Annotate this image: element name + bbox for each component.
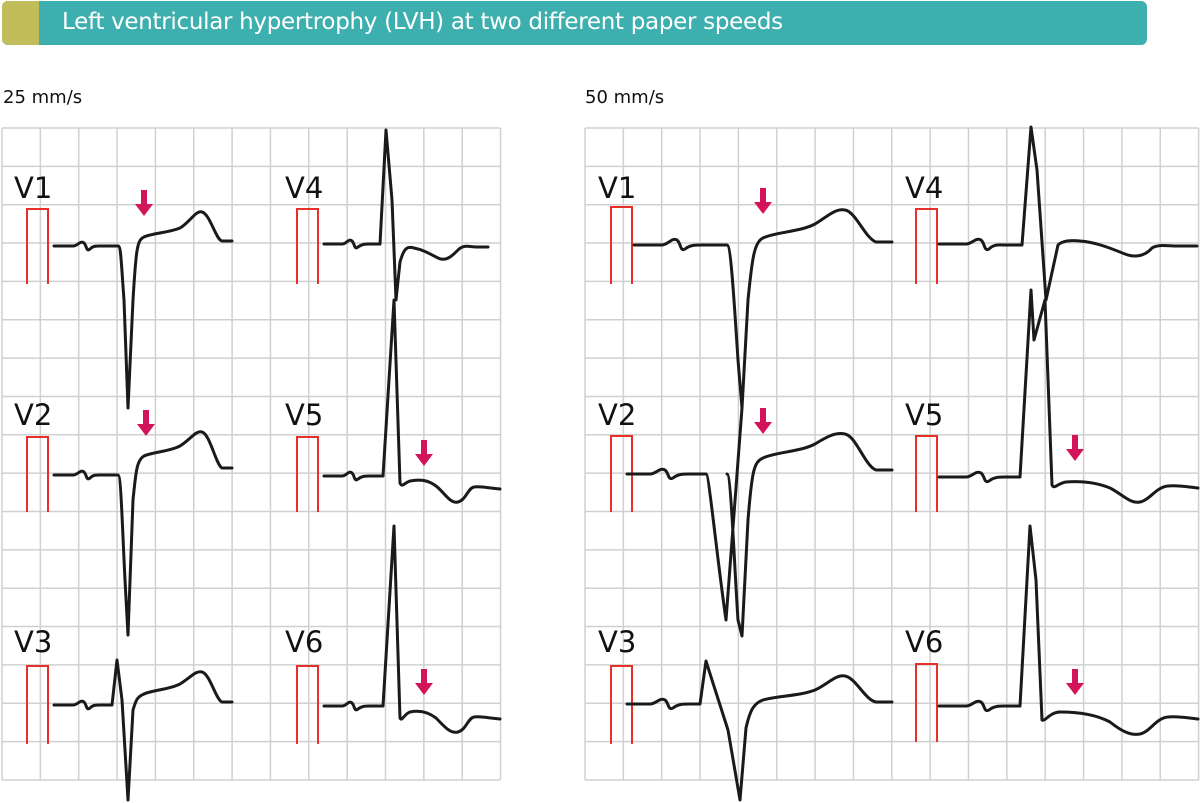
trace-v5 — [322, 298, 502, 504]
ecg-panel-25mm — [26, 128, 502, 802]
page-title: Left ventricular hypertrophy (LVH) at tw… — [62, 9, 783, 35]
lead-label-v6: V6 — [285, 625, 323, 659]
lead-label-v6: V6 — [905, 625, 943, 659]
trace-v1 — [52, 210, 234, 410]
arrow-v5 — [415, 440, 433, 466]
lead-label-v3: V3 — [14, 625, 52, 659]
st-arrows — [135, 190, 433, 695]
title-bar: Left ventricular hypertrophy (LVH) at tw… — [2, 1, 1147, 45]
trace-v2 — [52, 430, 234, 637]
arrow-v2 — [137, 410, 155, 436]
lead-label-v1: V1 — [14, 171, 52, 205]
trace-v5 — [937, 288, 1200, 504]
paper-speed-label-50: 50 mm/s — [585, 87, 665, 108]
arrow-v2 — [754, 408, 772, 434]
arrow-v6 — [415, 669, 433, 695]
arrow-v1 — [754, 188, 772, 214]
trace-v3 — [625, 659, 894, 802]
paper-speed-label-25: 25 mm/s — [3, 87, 83, 108]
arrow-v1 — [135, 190, 153, 216]
trace-v4 — [937, 125, 1199, 302]
st-arrows — [754, 188, 1084, 695]
trace-v4 — [322, 128, 490, 302]
lead-label-v5: V5 — [905, 398, 943, 432]
lead-label-v4: V4 — [285, 171, 323, 205]
lead-label-v3: V3 — [598, 625, 636, 659]
calibration-pulses — [26, 208, 319, 744]
arrow-v5 — [1066, 435, 1084, 461]
ecg-traces — [625, 125, 1200, 802]
trace-v2 — [625, 406, 894, 638]
lead-label-v1: V1 — [598, 171, 636, 205]
ecg-panel-50mm — [610, 125, 1200, 802]
title-accent-block — [2, 1, 39, 45]
calibration-pulses — [610, 206, 938, 744]
lead-label-v2: V2 — [14, 398, 52, 432]
trace-v3 — [52, 658, 234, 802]
trace-v1 — [632, 208, 894, 410]
trace-v6 — [322, 524, 502, 734]
arrow-v6 — [1066, 669, 1084, 695]
grid-speed-50 — [584, 127, 1200, 781]
ecg-traces — [52, 128, 502, 802]
trace-v6 — [937, 524, 1200, 736]
lead-label-v4: V4 — [905, 171, 943, 205]
lead-label-v5: V5 — [285, 398, 323, 432]
lead-label-v2: V2 — [598, 398, 636, 432]
